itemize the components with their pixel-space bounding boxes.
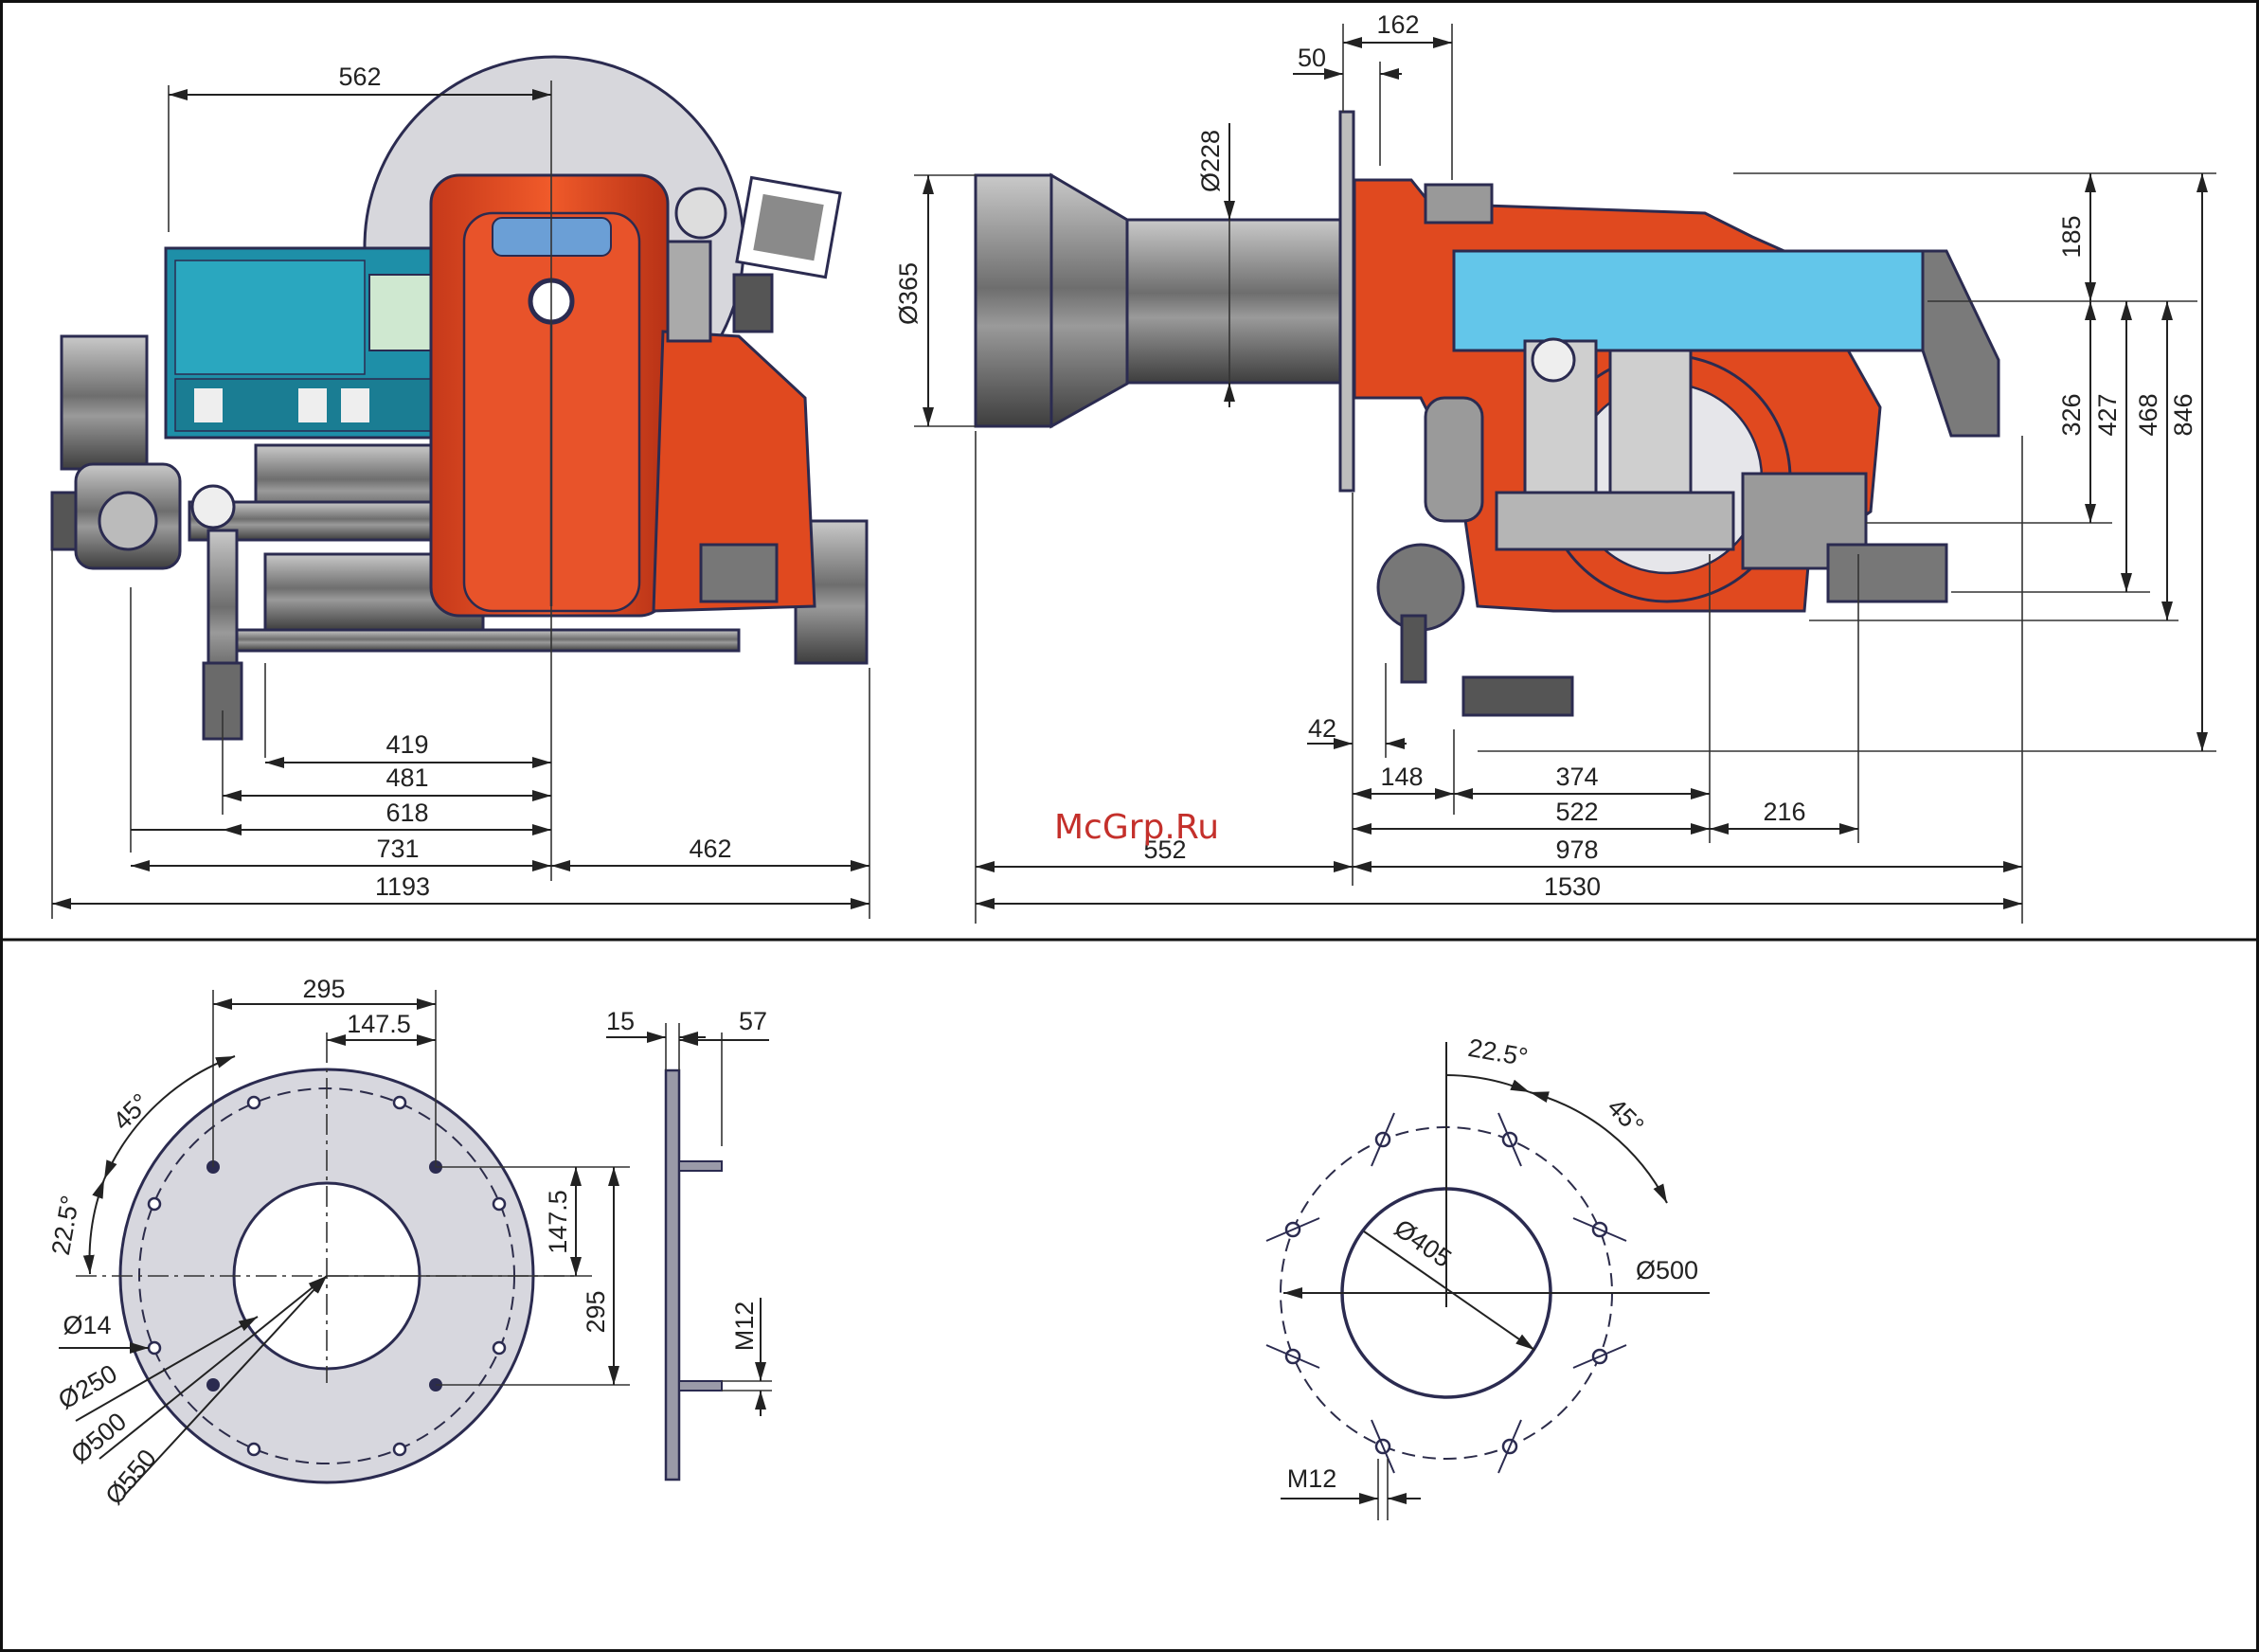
dim-978: 978 <box>1555 835 1598 864</box>
dim-dia250: Ø250 <box>53 1359 121 1415</box>
dim-731: 731 <box>376 835 419 863</box>
angle-45: 45° <box>108 1088 155 1136</box>
dim-dia500-plate: Ø500 <box>1636 1256 1698 1284</box>
dim-57: 57 <box>739 1007 767 1035</box>
dim-m12-section: M12 <box>730 1302 759 1352</box>
burner-front-view <box>52 57 867 739</box>
dim-15: 15 <box>606 1007 635 1035</box>
dim-427: 427 <box>2093 393 2122 436</box>
dim-618: 618 <box>385 799 428 827</box>
dim-1193: 1193 <box>375 872 430 901</box>
dim-dia228: Ø228 <box>1196 130 1225 192</box>
dim-522: 522 <box>1555 798 1598 826</box>
dim-295-top: 295 <box>302 975 345 1003</box>
dim-468: 468 <box>2134 393 2162 436</box>
dim-50: 50 <box>1298 44 1326 72</box>
dim-dia550: Ø550 <box>99 1444 161 1510</box>
dim-419: 419 <box>385 730 428 759</box>
burner-side-view <box>976 112 1999 715</box>
dim-148: 148 <box>1380 763 1423 791</box>
dim-374: 374 <box>1555 763 1598 791</box>
dim-m12-plate: M12 <box>1287 1464 1337 1493</box>
dim-326: 326 <box>2057 393 2086 436</box>
dim-dia14: Ø14 <box>63 1311 111 1339</box>
flange-section-view: 15 57 M12 <box>606 1007 772 1480</box>
dim-846: 846 <box>2169 393 2197 436</box>
dim-185: 185 <box>2057 215 2086 258</box>
dim-481: 481 <box>385 763 428 792</box>
watermark-text: McGrp.Ru <box>1054 808 1219 847</box>
dim-dia500: Ø500 <box>65 1407 132 1468</box>
angle-22-5-plate: 22.5° <box>1466 1033 1531 1072</box>
dim-216: 216 <box>1763 798 1805 826</box>
dim-162: 162 <box>1376 10 1419 39</box>
angle-22-5: 22.5° <box>46 1194 85 1258</box>
dim-42: 42 <box>1308 714 1336 743</box>
dim-295-side: 295 <box>582 1290 610 1333</box>
dim-147-5-top: 147.5 <box>347 1010 411 1038</box>
dim-462: 462 <box>689 835 731 863</box>
dim-147-5-side: 147.5 <box>544 1190 572 1254</box>
dim-1530: 1530 <box>1544 872 1601 901</box>
dim-562: 562 <box>338 63 381 91</box>
dim-dia365: Ø365 <box>894 262 923 325</box>
